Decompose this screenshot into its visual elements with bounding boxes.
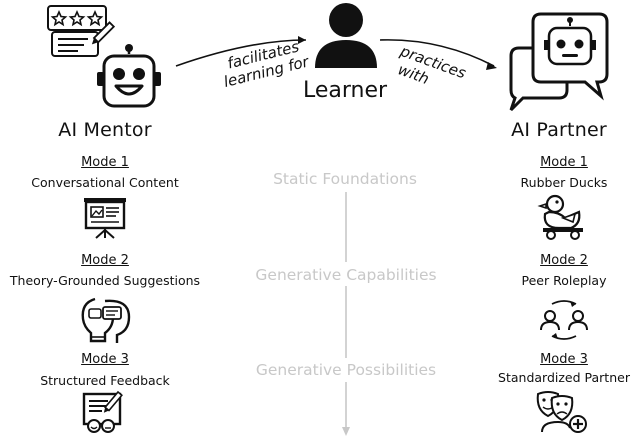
partner-mode-3-number: Mode 3	[540, 352, 588, 367]
presentation-board-icon	[84, 198, 126, 239]
peer-exchange-icon	[540, 300, 588, 340]
lightbulb-head-icon	[81, 297, 131, 343]
center-label-generative-capabilities: Generative Capabilities	[255, 266, 437, 284]
partner-mode-1-name: Rubber Ducks	[520, 175, 608, 190]
arrow-facilitates	[175, 36, 497, 70]
partner-robot-chat-icon	[509, 12, 609, 112]
learner-person-icon	[315, 3, 377, 68]
partner-title: AI Partner	[511, 119, 607, 141]
partner-mode-1-number: Mode 1	[540, 155, 588, 170]
learner-title: Learner	[302, 78, 388, 103]
mentor-mode-3-number: Mode 3	[81, 352, 129, 367]
partner-mode-3-name: Standardized Partner	[498, 370, 630, 385]
mentor-title: AI Mentor	[58, 119, 152, 141]
mentor-mode-1-name: Conversational Content	[31, 175, 179, 190]
mentor-mode-2-number: Mode 2	[81, 253, 129, 268]
theater-masks-icon	[536, 391, 587, 433]
mentor-mode-2-name: Theory-Grounded Suggestions	[9, 273, 201, 288]
mentor-robot-icon	[97, 44, 161, 108]
center-label-static-foundations: Static Foundations	[273, 170, 417, 188]
mentor-mode-3-name: Structured Feedback	[40, 373, 170, 388]
center-label-generative-possibilities: Generative Possibilities	[255, 361, 437, 379]
mentor-mode-1-number: Mode 1	[81, 155, 129, 170]
rubber-duck-icon	[537, 194, 583, 240]
review-stars-icon	[47, 5, 116, 57]
vertical-progress-arrow	[342, 192, 350, 436]
partner-mode-2-number: Mode 2	[540, 253, 588, 268]
partner-mode-2-name: Peer Roleplay	[521, 273, 607, 288]
feedback-form-icon	[82, 390, 123, 433]
